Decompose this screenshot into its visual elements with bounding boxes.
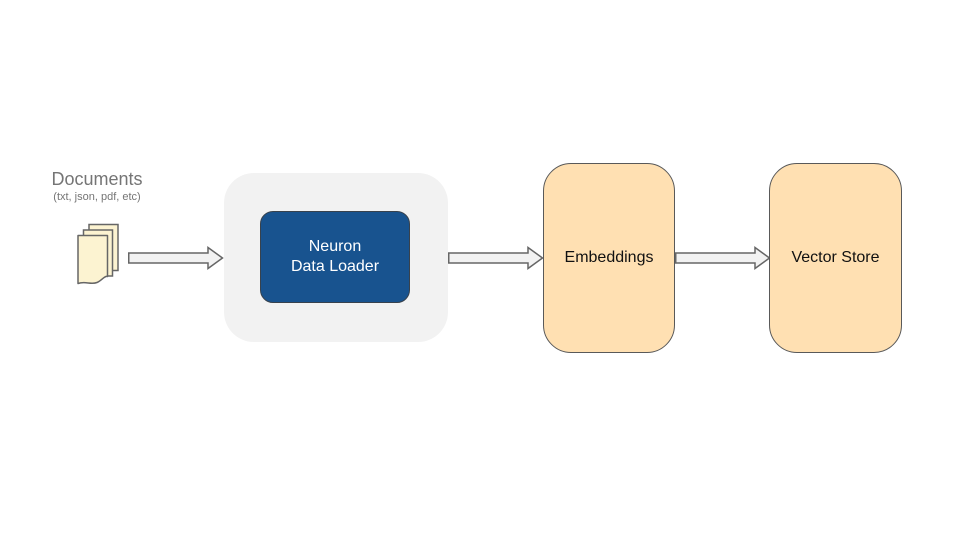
loader-label-line2: Data Loader — [290, 258, 380, 275]
vector-store-label: Vector Store — [791, 249, 880, 266]
flow-arrow-icon — [128, 246, 224, 270]
loader-container: Neuron Data Loader — [224, 173, 448, 342]
flow-arrow-icon — [675, 246, 771, 270]
documents-source-group: Documents (txt, json, pdf, etc) — [36, 168, 158, 204]
node-embeddings: Embeddings — [543, 163, 675, 353]
loader-label-line1: Neuron — [308, 238, 362, 255]
documents-stack-icon — [77, 223, 119, 285]
embeddings-label: Embeddings — [564, 249, 654, 266]
documents-sublabel: (txt, json, pdf, etc) — [53, 191, 141, 203]
flow-arrow-icon — [448, 246, 544, 270]
node-neuron-data-loader: Neuron Data Loader — [260, 211, 410, 303]
documents-label: Documents — [51, 169, 143, 189]
node-vector-store: Vector Store — [769, 163, 902, 353]
